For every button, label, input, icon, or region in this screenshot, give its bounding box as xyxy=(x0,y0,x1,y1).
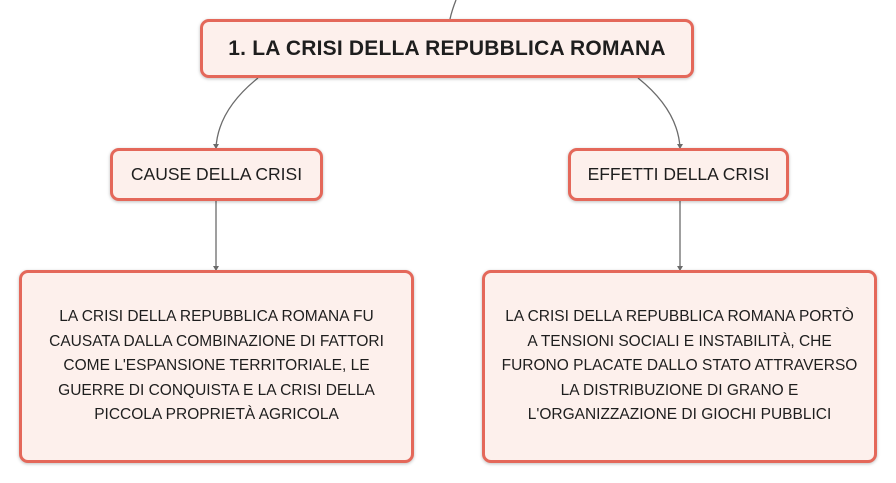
connector-root-to-effects xyxy=(637,77,681,149)
effects-node-label: EFFETTI DELLA CRISI xyxy=(587,164,770,184)
effects-description-node[interactable]: LA CRISI DELLA REPUBBLICA ROMANA PORTÒ A… xyxy=(482,270,877,463)
root-node-title: 1. LA CRISI DELLA REPUBBLICA ROMANA xyxy=(228,36,666,60)
effects-node[interactable]: EFFETTI DELLA CRISI xyxy=(568,148,789,201)
arrowhead-effects-desc xyxy=(677,266,683,271)
arrowhead-effects xyxy=(677,144,683,149)
cause-description-node[interactable]: LA CRISI DELLA REPUBBLICA ROMANA FU CAUS… xyxy=(19,270,414,463)
root-node[interactable]: 1. LA CRISI DELLA REPUBBLICA ROMANA xyxy=(200,19,694,78)
effects-description-text: LA CRISI DELLA REPUBBLICA ROMANA PORTÒ A… xyxy=(501,308,858,424)
connector-parent-to-root xyxy=(449,0,457,20)
arrowhead-cause-desc xyxy=(213,266,219,271)
connector-root-to-cause xyxy=(215,77,259,149)
cause-node-label: CAUSE DELLA CRISI xyxy=(130,164,303,184)
arrowhead-cause xyxy=(213,144,219,149)
cause-description-text: LA CRISI DELLA REPUBBLICA ROMANA FU CAUS… xyxy=(49,308,384,424)
cause-node[interactable]: CAUSE DELLA CRISI xyxy=(110,148,323,201)
